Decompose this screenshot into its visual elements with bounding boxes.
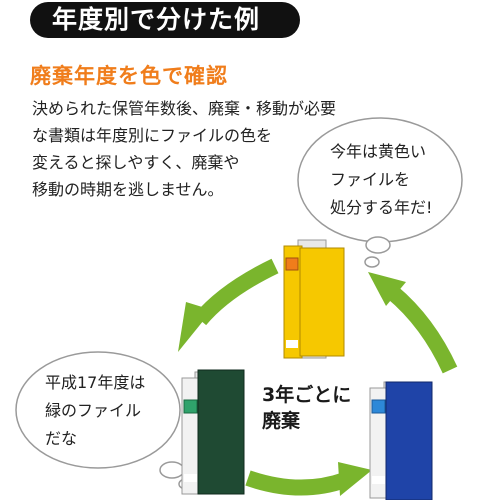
thought-bubble-right	[297, 117, 463, 268]
bubble-left-line: だな	[45, 429, 78, 448]
arrowhead-top-left	[178, 302, 212, 352]
arrow-bottom	[245, 470, 348, 496]
bubble-right-line: 処分する年だ!	[330, 198, 433, 217]
cycle-label: 3年ごとに 廃棄	[262, 382, 351, 434]
arrow-right	[386, 285, 458, 374]
cycle-label-line: 3年ごとに	[262, 384, 352, 406]
cycle-label-line: 廃棄	[262, 410, 301, 432]
bubble-right-line: 今年は黄色い	[330, 142, 427, 161]
description: 決められた保管年数後、廃棄・移動が必要 な書類は年度別にファイルの色を 変えると…	[32, 95, 362, 203]
bubble-right-line: ファイルを	[330, 170, 411, 189]
arrowheads	[178, 272, 406, 496]
description-line: 移動の時期を逃しません。	[32, 180, 224, 199]
description-line: 変えると探しやすく、廃棄や	[32, 153, 240, 172]
section-title: 年度別で分けた例	[52, 5, 261, 34]
binder-green	[181, 369, 245, 495]
thought-bubble-left	[15, 351, 194, 490]
arrowhead-bottom	[338, 462, 372, 496]
arrow-top-left	[193, 258, 279, 326]
bubble-right-text: 今年は黄色い ファイルを 処分する年だ!	[330, 138, 432, 222]
header-bar	[30, 2, 300, 38]
description-line: 決められた保管年数後、廃棄・移動が必要	[32, 99, 337, 118]
bubble-left-line: 平成17年度は	[45, 373, 146, 392]
bubble-left-text: 平成17年度は 緑のファイル だな	[45, 369, 145, 453]
binder-yellow	[283, 239, 345, 359]
subheading: 廃棄年度を色で確認	[30, 64, 228, 88]
binder-blue	[369, 381, 433, 500]
bubble-left-line: 緑のファイル	[45, 401, 142, 420]
arrowhead-right	[368, 272, 406, 306]
description-line: な書類は年度別にファイルの色を	[32, 126, 273, 145]
